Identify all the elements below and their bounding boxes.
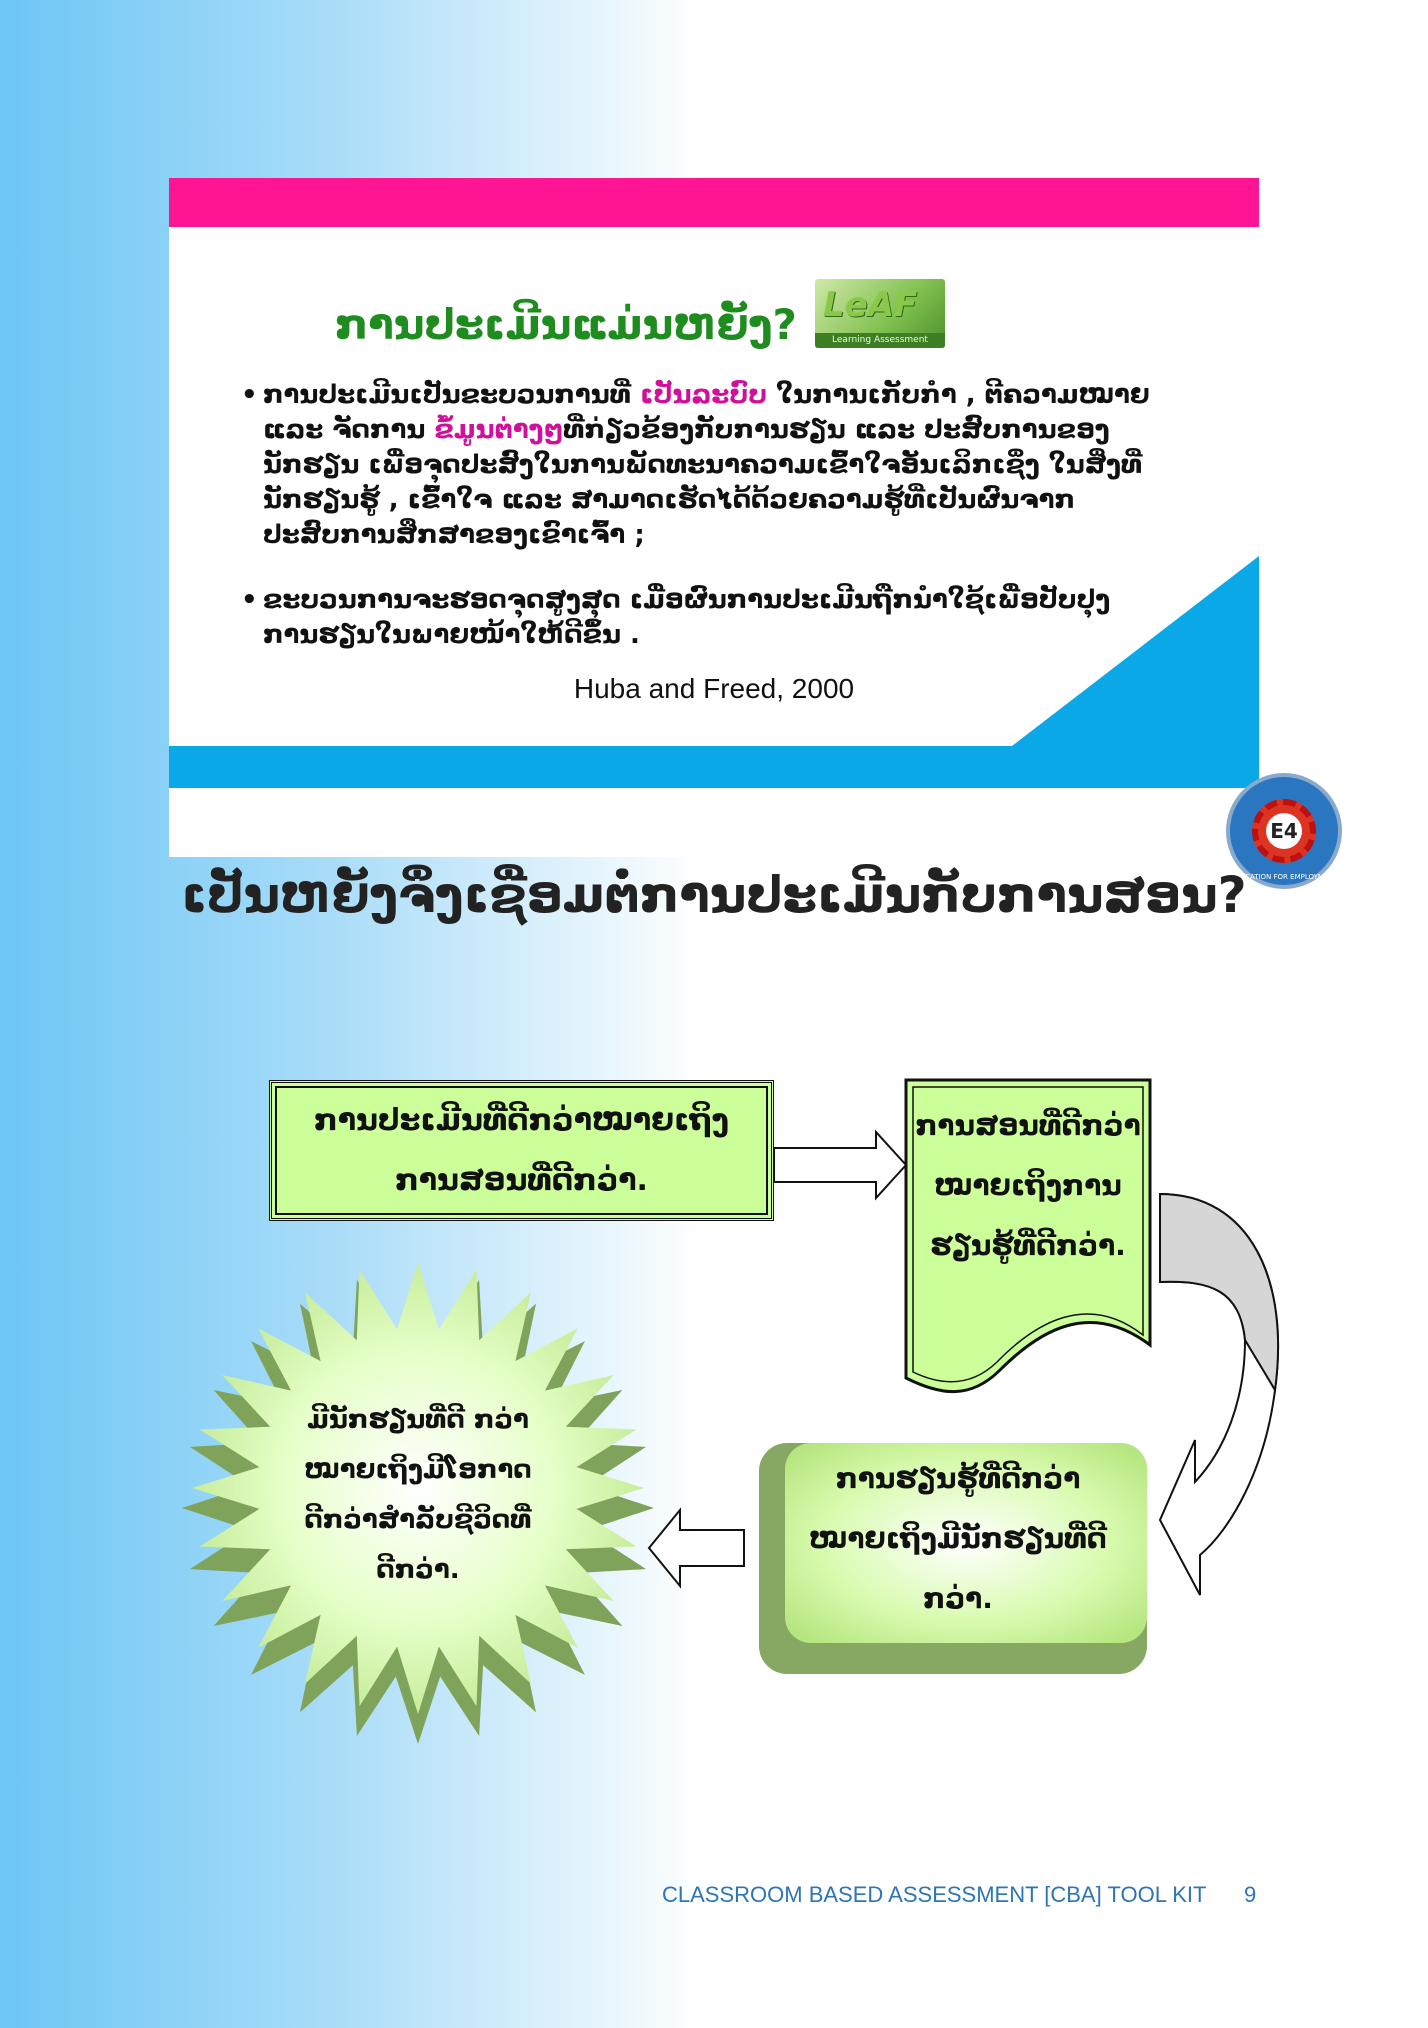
- bullet-text: ທີ່ກ່ຽວຂ້ອງກັບການຮຽນ ແລະ ປະສົບການຂອງນັກຮ…: [263, 415, 1143, 550]
- pink-header-band: [169, 178, 1259, 227]
- slide-title: ການປະເມີນແມ່ນຫຍັງ?: [335, 300, 797, 349]
- diagram-box-teaching: ການສອນທີ່ດີກວ່າໝາຍເຖິງການຮຽນຮູ້ທີ່ດີກວ່າ…: [915, 1109, 1141, 1262]
- footer-title: CLASSROOM BASED ASSESSMENT [CBA] TOOL KI…: [662, 1882, 1207, 1907]
- diagram-box-learning: ການຮຽນຮູ້ທີ່ດີກວ່າໝາຍເຖິງມີນັກຮຽນທີ່ດີກວ…: [809, 1461, 1107, 1615]
- bullet-text: ການປະເມີນເປັນຂະບວນການທີ່: [263, 380, 641, 410]
- e4-ring-text: EDUCATION FOR EMPLOYMENT: [1230, 873, 1338, 881]
- bullet-text: ຂະບວນການຈະຮອດຈຸດສູງສຸດ ເມື່ອຜົນການປະເມີນ…: [263, 585, 1111, 650]
- leaf-logo: LeAF Learning Assessment Framework: [815, 279, 945, 348]
- bullet-item: ຂະບວນການຈະຮອດຈຸດສູງສຸດ ເມື່ອຜົນການປະເມີນ…: [241, 583, 1161, 653]
- slide-image: ການປະເມີນແມ່ນຫຍັງ? LeAF Learning Assessm…: [169, 178, 1342, 889]
- highlight-text: ເປັນລະບົບ: [640, 380, 768, 410]
- starburst-text: ມີນັກຮຽນທີ່ດີ ກວ່າໝາຍເຖິງມີໂອກາດດີກວ່າສຳ…: [304, 1405, 532, 1585]
- leaf-logo-name: LeAF: [823, 285, 918, 325]
- leaf-logo-subtitle: Learning Assessment Framework: [815, 333, 945, 348]
- arrow-right-shape: [773, 1129, 908, 1201]
- bullet-text: ໃນການເກັບກຳ , ຕີຄວາມໝາຍ ແລະ ຈັດການ: [263, 380, 1150, 445]
- citation: Huba and Freed, 2000: [573, 673, 855, 704]
- e4-mark: E4: [1266, 813, 1302, 849]
- highlight-text: ຂໍ້ມູນຕ່າງໆ: [434, 415, 564, 445]
- page-number: 9: [1244, 1882, 1257, 1907]
- blue-footer-band: [169, 746, 1259, 788]
- arrow-left-shape: [647, 1507, 745, 1589]
- section-heading: ເປັນຫຍັງຈຶ່ງເຊື່ອມຕໍ່ການປະເມີນກັບການສອນ?: [181, 866, 1247, 924]
- starburst-shape: [182, 1262, 654, 1744]
- slide-bullets: ການປະເມີນເປັນຂະບວນການທີ່ ເປັນລະບົບ ໃນການ…: [241, 378, 1161, 683]
- diagram-box-assessment: ການປະເມີນທີ່ດີກວ່າໝາຍເຖິງການສອນທີ່ດີກວ່າ…: [269, 1080, 774, 1221]
- starburst-face: [192, 1262, 644, 1714]
- e4-logo: E4 EDUCATION FOR EMPLOYMENT: [1226, 773, 1342, 889]
- blue-corner-triangle: [1012, 556, 1259, 746]
- bullet-item: ການປະເມີນເປັນຂະບວນການທີ່ ເປັນລະບົບ ໃນການ…: [241, 378, 1161, 553]
